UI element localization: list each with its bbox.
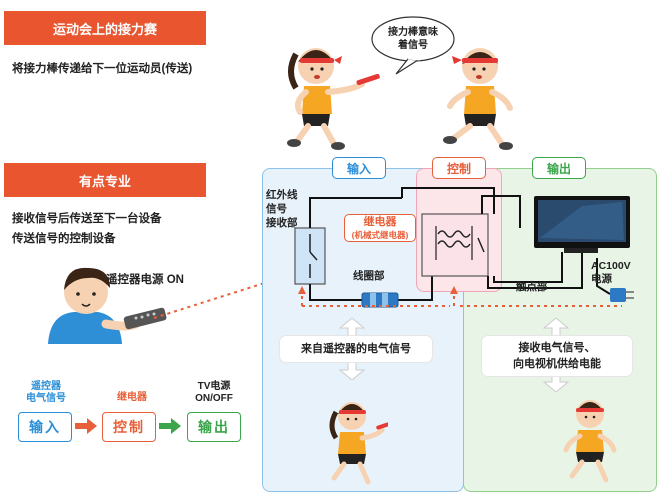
- ir-receiver-label: 红外线 信号 接收部: [266, 188, 298, 230]
- flow-output-label-line1: TV电源: [197, 381, 231, 392]
- input-callout: 来自遥控器的电气信号: [280, 336, 432, 362]
- speech-bubble-text: 接力棒意味 着信号: [376, 26, 450, 52]
- flow-output-label: TV电源 ON/OFF: [182, 381, 246, 405]
- relay-subname: (机械式继电器): [351, 230, 409, 240]
- ac-power-label-line1: AC100V: [591, 260, 631, 272]
- flow-output-label-line2: ON/OFF: [195, 393, 233, 404]
- runner-passing-baton-illustration: [287, 48, 380, 150]
- output-zone-runner-illustration: [563, 400, 617, 483]
- signal-dotted-paths: [298, 286, 622, 307]
- input-callout-text: 来自遥控器的电气信号: [301, 343, 411, 355]
- ac-power-label-line2: 电源: [591, 273, 612, 285]
- output-callout-line1: 接收电气信号、: [518, 342, 596, 354]
- flow-output-box: 输出: [187, 412, 241, 442]
- speech-line-1: 接力棒意味: [388, 27, 438, 38]
- technical-banner-text: 有点专业: [78, 173, 131, 189]
- relay-name: 继电器: [363, 216, 397, 228]
- flow-input-box: 输入: [18, 412, 72, 442]
- flow-arrow-1: [75, 418, 97, 434]
- relay-name-callout: 继电器 (机械式继电器): [344, 214, 416, 242]
- flow-control-label: 继电器: [117, 392, 147, 403]
- relay-race-caption: 将接力棒传递给下一位运动员(传送): [12, 63, 193, 75]
- output-callout: 接收电气信号、 向电视机供给电能: [482, 336, 632, 376]
- ir-receiver-label-line3: 接收部: [266, 217, 298, 229]
- flow-input-box-text: 输入: [29, 419, 61, 435]
- control-zone-tag-text: 控制: [446, 161, 471, 176]
- relay-race-banner-text: 运动会上的接力赛: [52, 21, 157, 37]
- speech-bubble: [371, 16, 455, 75]
- output-zone-tag: 输出: [532, 157, 586, 179]
- flow-control-box: 控制: [102, 412, 156, 442]
- input-zone-tag: 输入: [332, 157, 386, 179]
- flow-arrow-2: [159, 418, 181, 434]
- ac-power-label: AC100V 电源: [591, 260, 631, 286]
- relay-race-banner: 运动会上的接力赛: [4, 11, 206, 45]
- technical-banner: 有点专业: [4, 163, 206, 197]
- contact-label: 触点部: [516, 281, 548, 293]
- output-callout-line2: 向电视机供给电能: [513, 358, 601, 370]
- flow-output-box-text: 输出: [198, 419, 230, 435]
- flow-control-box-text: 控制: [113, 419, 145, 435]
- output-zone-tag-text: 输出: [546, 161, 571, 176]
- remote-power-label: 遥控器电源 ON: [106, 274, 184, 286]
- circuit-wiring: [294, 187, 634, 308]
- flow-input-label: 遥控器 电气信号: [14, 381, 78, 405]
- technical-line-2: 传送信号的控制设备: [12, 233, 116, 245]
- technical-line-1: 接收信号后传送至下一台设备: [12, 213, 162, 225]
- flow-input-label-line2: 电气信号: [26, 393, 66, 404]
- control-zone-tag: 控制: [432, 157, 486, 179]
- ir-receiver-label-line2: 信号: [266, 203, 287, 215]
- speech-line-2: 着信号: [398, 40, 428, 51]
- ir-receiver-label-line1: 红外线: [266, 189, 298, 201]
- input-zone-tag-text: 输入: [346, 161, 371, 176]
- coil-label: 线圈部: [353, 270, 385, 282]
- flow-input-label-line1: 遥控器: [31, 381, 61, 392]
- input-zone-runner-illustration: [329, 402, 388, 485]
- runner-receiving-illustration: [443, 48, 513, 150]
- boy-with-remote-illustration: [48, 267, 167, 344]
